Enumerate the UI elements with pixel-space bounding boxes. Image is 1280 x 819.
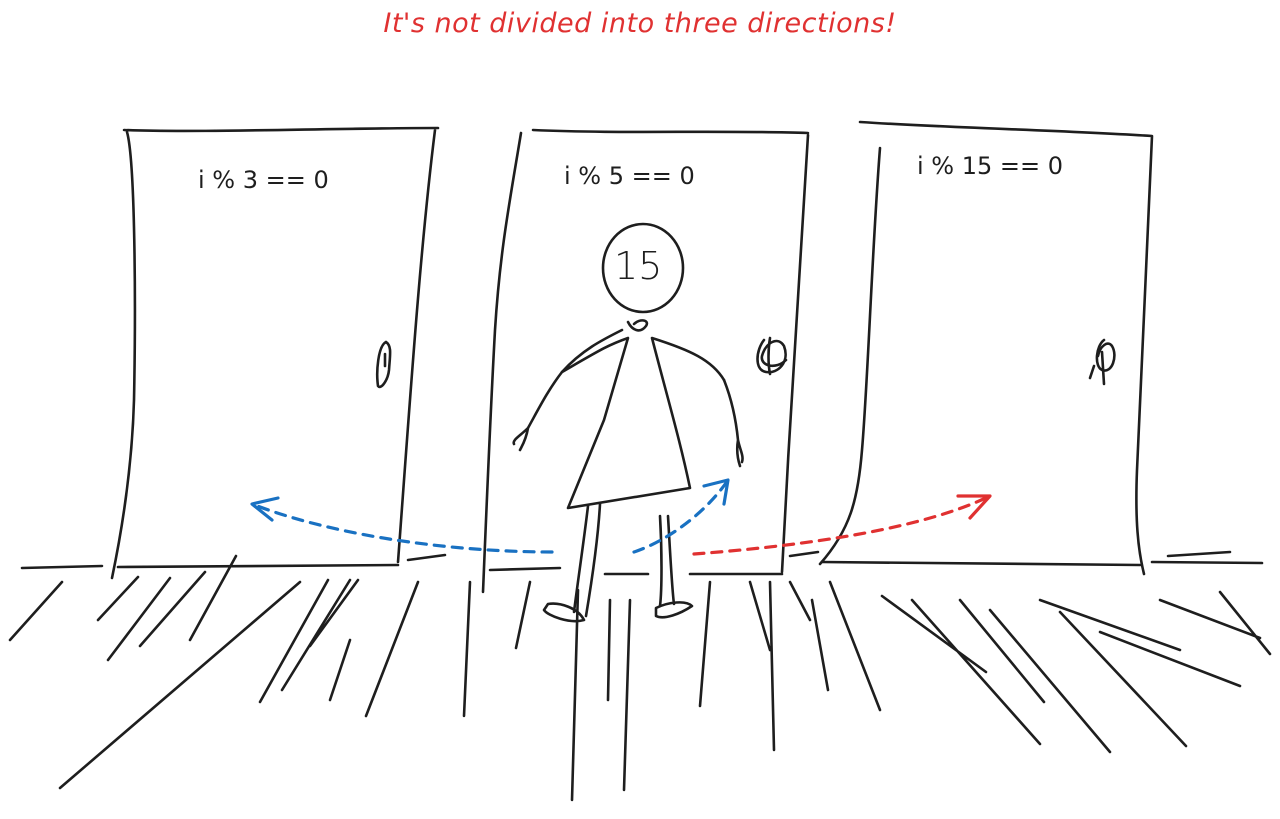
diagram-title: It's not divided into three directions!: [383, 8, 897, 39]
person-feet: [542, 601, 694, 623]
door-1-frame: [110, 126, 440, 580]
person-legs: [572, 502, 676, 618]
person-left-arm: [512, 370, 564, 452]
blue-arrow-left-head: [250, 496, 280, 522]
door-2-knob: [756, 336, 788, 376]
blue-arrow-up: [632, 478, 730, 554]
person-head: [601, 222, 685, 314]
door-3-knob: [1088, 338, 1116, 386]
door-1-label: i % 3 == 0: [198, 166, 329, 194]
door-2-frame: [481, 128, 810, 594]
door-3-frame: [818, 120, 1154, 576]
door-2-label: i % 5 == 0: [564, 162, 695, 190]
blue-arrow-left: [250, 502, 554, 554]
floor-perspective-lines: [8, 554, 1272, 802]
person-right-arm: [722, 378, 744, 468]
floor-line: [20, 550, 1264, 576]
person-head-label: 15: [614, 244, 663, 288]
red-arrow-right-head: [956, 494, 992, 520]
person-body: [560, 328, 726, 510]
door-3-label: i % 15 == 0: [917, 152, 1064, 180]
person-collar: [626, 319, 649, 332]
red-arrow-right: [692, 494, 992, 556]
blue-arrow-up-head: [702, 478, 730, 506]
door-1-knob: [375, 340, 392, 389]
